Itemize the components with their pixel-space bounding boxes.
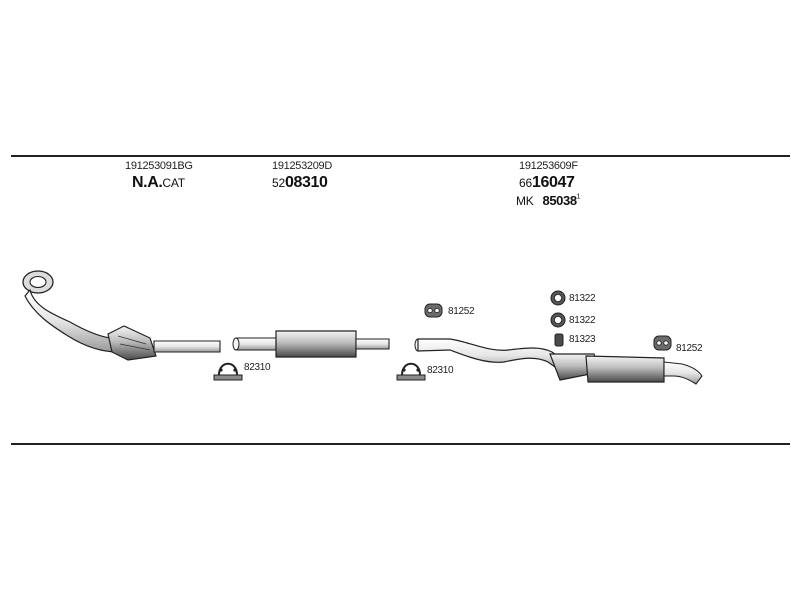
oem-part-number-catalytic-converter: 191253091BG [125,160,193,172]
hanger-code: 81252 [448,306,475,317]
clamp-code: 82310 [244,362,271,373]
catalytic-converter-code: N.A.CAT [132,174,185,192]
rear-alt-bold: 85038 [542,193,578,208]
oem-part-number-middle-silencer: 191253209D [272,160,333,172]
clamp-code: 82310 [427,365,454,376]
rubber-hanger-icon [653,335,672,351]
mount-code: 81323 [569,334,596,345]
hanger-code: 81252 [676,343,703,354]
ring-code: 81322 [569,293,596,304]
middle-code-prefix: 52 [272,176,285,190]
rubber-hanger-icon [424,303,443,318]
rear-alt-superscript: 1 [576,193,581,201]
rubber-mount-icon [554,333,564,347]
middle-silencer-code: 5208310 [272,174,328,192]
cat-code-suffix: CAT [162,176,185,190]
rubber-ring-icon [550,290,566,306]
rear-code-prefix: 66 [519,176,532,190]
clamp-icon [396,362,426,381]
cat-code-bold: N.A. [132,174,163,191]
rear-silencer-alt-code: MK 850381 [516,192,581,210]
middle-code-bold: 08310 [284,174,328,191]
ring-code: 81322 [569,315,596,326]
rear-alt-prefix: MK [516,194,534,208]
middle-silencer [232,330,390,358]
rubber-ring-icon [550,312,566,328]
rear-silencer-code: 6616047 [519,174,575,192]
rear-silencer-pipe [414,338,703,385]
oem-part-number-rear-silencer: 191253609F [519,160,578,172]
clamp-icon [213,362,243,381]
catalytic-converter-pipe [22,270,221,361]
rear-code-bold: 16047 [531,174,575,191]
bottom-divider [11,443,790,445]
top-divider [11,155,790,157]
